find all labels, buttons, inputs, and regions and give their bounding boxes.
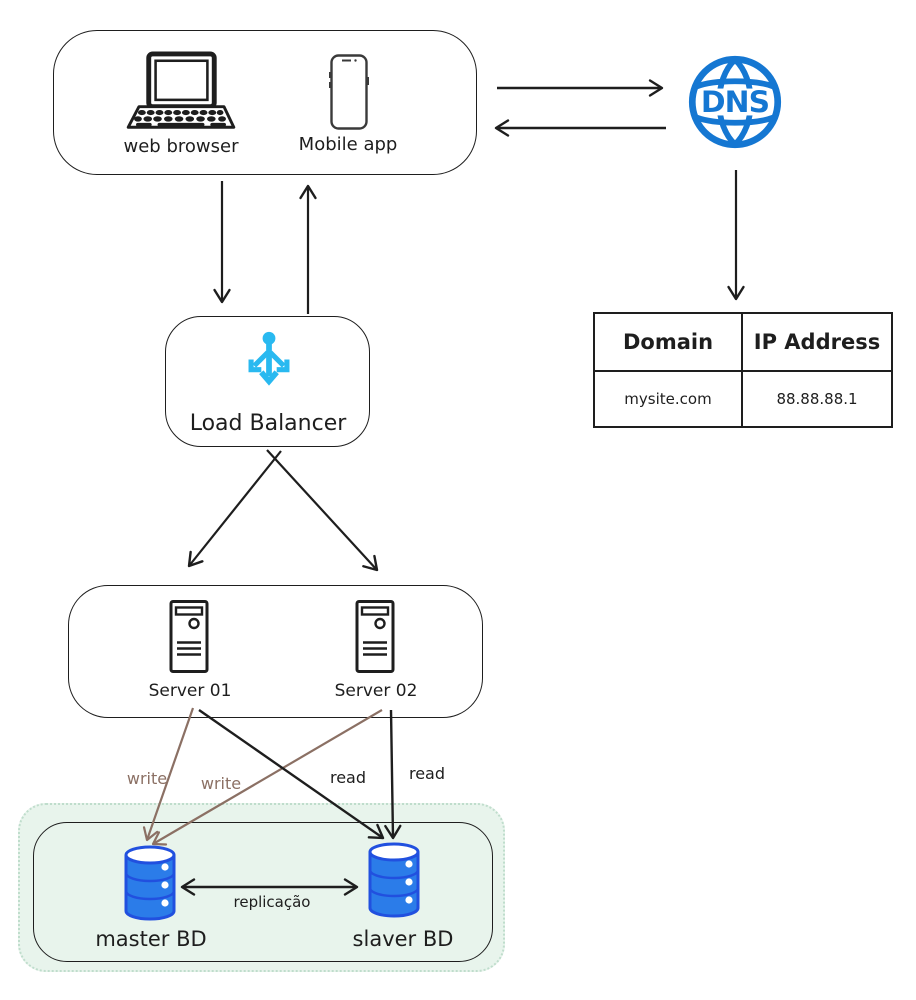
dns-globe-icon: DNS — [688, 55, 782, 149]
read-label-1: read — [329, 768, 367, 787]
dns-table: Domain IP Address mysite.com 88.88.88.1 — [593, 312, 893, 428]
laptop-icon — [126, 51, 236, 129]
replication-label: replicação — [233, 893, 311, 911]
dns-label: DNS — [701, 85, 769, 120]
write-label-1: write — [126, 769, 168, 788]
dns-table-domain-value: mysite.com — [595, 372, 743, 426]
servers-box — [68, 585, 483, 718]
dns-table-header-row: Domain IP Address — [595, 314, 891, 372]
server-01-label: Server 01 — [148, 681, 232, 701]
mobile-phone-icon — [329, 54, 369, 130]
server-02-icon — [355, 600, 395, 673]
load-balancer-icon — [248, 331, 290, 386]
server-01-icon — [169, 600, 209, 673]
dns-table-data-row: mysite.com 88.88.88.1 — [595, 372, 891, 426]
web-browser-label: web browser — [123, 136, 239, 157]
server-02-label: Server 02 — [334, 681, 418, 701]
slave-db-label: slaver BD — [352, 927, 454, 951]
slave-db-icon — [368, 842, 420, 918]
mobile-app-label: Mobile app — [298, 134, 398, 155]
load-balancer-label: Load Balancer — [189, 411, 347, 436]
arrow-loadbalancer-to-server2 — [266, 449, 379, 572]
read-label-2: read — [408, 764, 446, 783]
dns-table-header-ip: IP Address — [743, 314, 891, 372]
master-db-icon — [124, 845, 176, 921]
write-label-2: write — [200, 774, 242, 793]
dns-table-ip-value: 88.88.88.1 — [776, 390, 858, 408]
master-db-label: master BD — [95, 927, 207, 951]
arrow-loadbalancer-to-server1 — [187, 450, 282, 568]
dns-table-header-domain: Domain — [595, 314, 743, 372]
client-devices-box — [53, 30, 477, 175]
